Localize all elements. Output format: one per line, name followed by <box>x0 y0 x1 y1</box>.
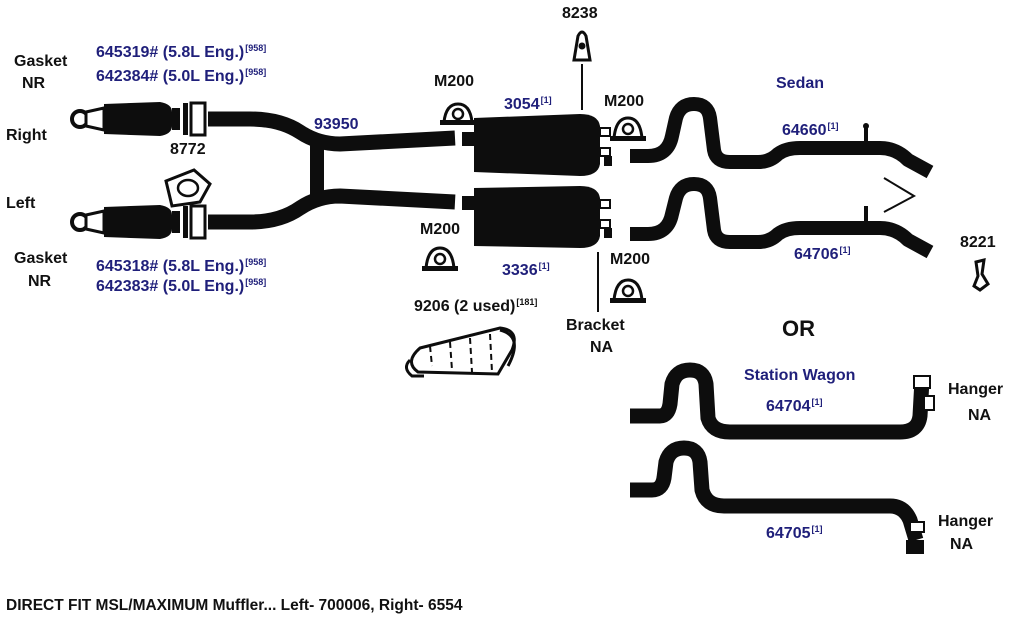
diagram-caption: DIRECT FIT MSL/MAXIMUM Muffler... Left- … <box>6 597 463 614</box>
part-642383-label: 642383# (5.0L Eng.)[958] <box>96 277 267 295</box>
tailpipe-64704 <box>630 362 935 440</box>
m200-label-a: M200 <box>434 73 475 90</box>
hanger-8238 <box>572 30 592 110</box>
part-642384-label: 642384# (5.0L Eng.)[958] <box>96 67 267 85</box>
part-64706-label: 64706[1] <box>794 245 851 263</box>
part-64704-label: 64704[1] <box>766 397 823 415</box>
hanger-na-label-b: NA <box>950 536 974 553</box>
heat-shield-9206 <box>405 326 516 378</box>
muffler-3336 <box>462 186 612 248</box>
part-645319-label: 645319# (5.8L Eng.)[958] <box>96 43 267 61</box>
clamp-m200-a <box>440 102 476 125</box>
part-3336-label: 3336[1] <box>502 261 550 279</box>
part-64660-label: 64660[1] <box>782 121 839 139</box>
hanger-label-a: Hanger <box>948 381 1004 398</box>
clamp-m200-c <box>422 246 458 271</box>
hanger-8221 <box>972 258 990 292</box>
tailpipe-64660 <box>630 97 934 213</box>
part-645318-label: 645318# (5.8L Eng.)[958] <box>96 257 267 275</box>
gasket-top-nr-label: NR <box>22 75 46 92</box>
m200-label-c: M200 <box>420 221 461 238</box>
bracket-label: Bracket <box>566 317 625 334</box>
muffler-3054 <box>462 114 612 176</box>
bracket-na-label: NA <box>590 339 614 356</box>
part-64705-label: 64705[1] <box>766 524 823 542</box>
tailpipe-64706 <box>630 177 934 259</box>
catalytic-converter-right <box>70 102 180 136</box>
gasket-bottom-nr-label: NR <box>28 273 52 290</box>
clamp-m200-b <box>610 116 646 141</box>
right-side-label: Right <box>6 127 47 144</box>
part-8772-label: 8772 <box>170 141 206 158</box>
gasket-right <box>183 101 207 137</box>
m200-label-b: M200 <box>604 93 645 110</box>
m200-label-d: M200 <box>610 251 651 268</box>
part-3054-label: 3054[1] <box>504 95 552 113</box>
part-8238-label: 8238 <box>562 5 598 22</box>
left-side-label: Left <box>6 195 36 212</box>
station-wagon-label: Station Wagon <box>744 367 856 384</box>
hanger-label-b: Hanger <box>938 513 994 530</box>
gasket-left <box>183 204 207 240</box>
clamp-m200-d <box>610 278 646 303</box>
catalytic-converter-left <box>70 205 180 239</box>
part-93950-label: 93950 <box>314 116 359 133</box>
part-9206-label: 9206 (2 used)[181] <box>414 297 538 315</box>
hanger-na-label-a: NA <box>968 407 992 424</box>
gasket-top-label: Gasket <box>14 53 68 70</box>
gasket-8772 <box>164 168 212 208</box>
gasket-bottom-label: Gasket <box>14 250 68 267</box>
part-8221-label: 8221 <box>960 234 996 251</box>
h-pipe <box>208 111 456 230</box>
or-label: OR <box>782 316 815 341</box>
tailpipe-64705 <box>630 440 925 554</box>
sedan-label: Sedan <box>776 75 825 92</box>
